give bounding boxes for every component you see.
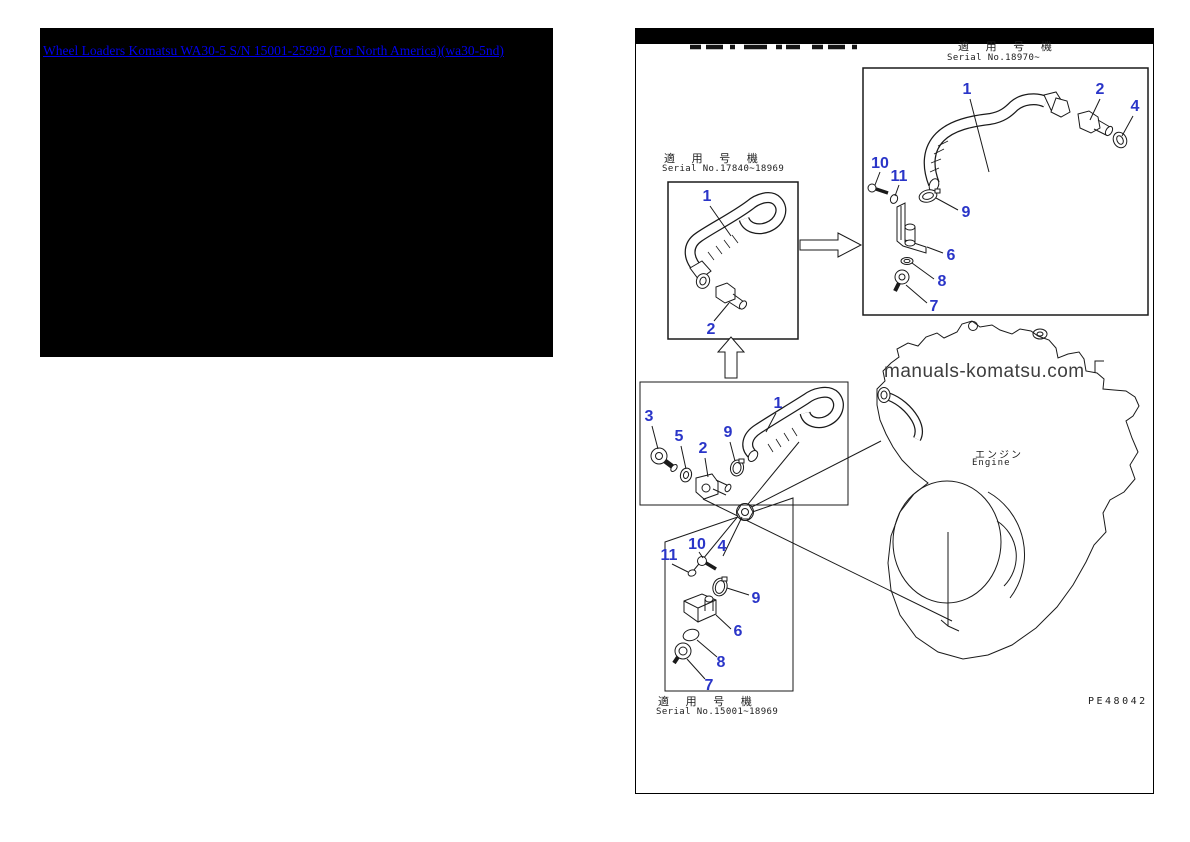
serial-label-middle-left: Serial No.17840~18969 (662, 164, 785, 174)
engine-label-jp: エンジン (975, 450, 1023, 461)
callout-10: 10 (688, 536, 706, 553)
serial-label-top-right-jp: 適 用 号 機 (958, 40, 1057, 53)
callout-6: 6 (946, 247, 956, 264)
callout-1: 1 (773, 395, 783, 412)
callout-7: 7 (704, 677, 714, 694)
watermark: manuals-komatsu.com (884, 361, 1085, 382)
callout-9: 9 (723, 424, 733, 441)
callout-2: 2 (698, 440, 708, 457)
callout-10: 10 (871, 155, 889, 172)
serial-label-bottom-left: Serial No.15001~18969 (656, 707, 779, 717)
callout-3: 3 (644, 408, 654, 425)
callout-8: 8 (716, 654, 726, 671)
page-header-bar (636, 29, 1153, 44)
callout-5: 5 (674, 428, 684, 445)
callout-7: 7 (929, 298, 939, 315)
callout-11: 11 (660, 547, 678, 564)
callout-2: 2 (706, 321, 716, 338)
manual-preview-thumbnail: Wheel Loaders Komatsu WA30-5 S/N 15001-2… (40, 28, 553, 357)
serial-label-middle-left-jp: 適 用 号 機 (664, 152, 763, 165)
serial-label-top-right: Serial No.18970~ (947, 53, 1041, 63)
manual-title-link[interactable]: Wheel Loaders Komatsu WA30-5 S/N 15001-2… (43, 43, 504, 58)
callout-2: 2 (1095, 81, 1105, 98)
callout-1: 1 (702, 188, 712, 205)
drawing-number: PE48042 (1088, 696, 1148, 707)
callout-4: 4 (1130, 98, 1140, 115)
engine-label-en: Engine (972, 458, 1011, 468)
serial-label-bottom-left-jp: 適 用 号 機 (658, 695, 757, 708)
manual-title-row: Wheel Loaders Komatsu WA30-5 S/N 15001-2… (40, 28, 553, 59)
callout-6: 6 (733, 623, 743, 640)
callout-1: 1 (962, 81, 972, 98)
callout-9: 9 (751, 590, 761, 607)
callout-8: 8 (937, 273, 947, 290)
callout-4: 4 (717, 538, 727, 555)
callout-9: 9 (961, 204, 971, 221)
callout-11: 11 (890, 168, 908, 185)
